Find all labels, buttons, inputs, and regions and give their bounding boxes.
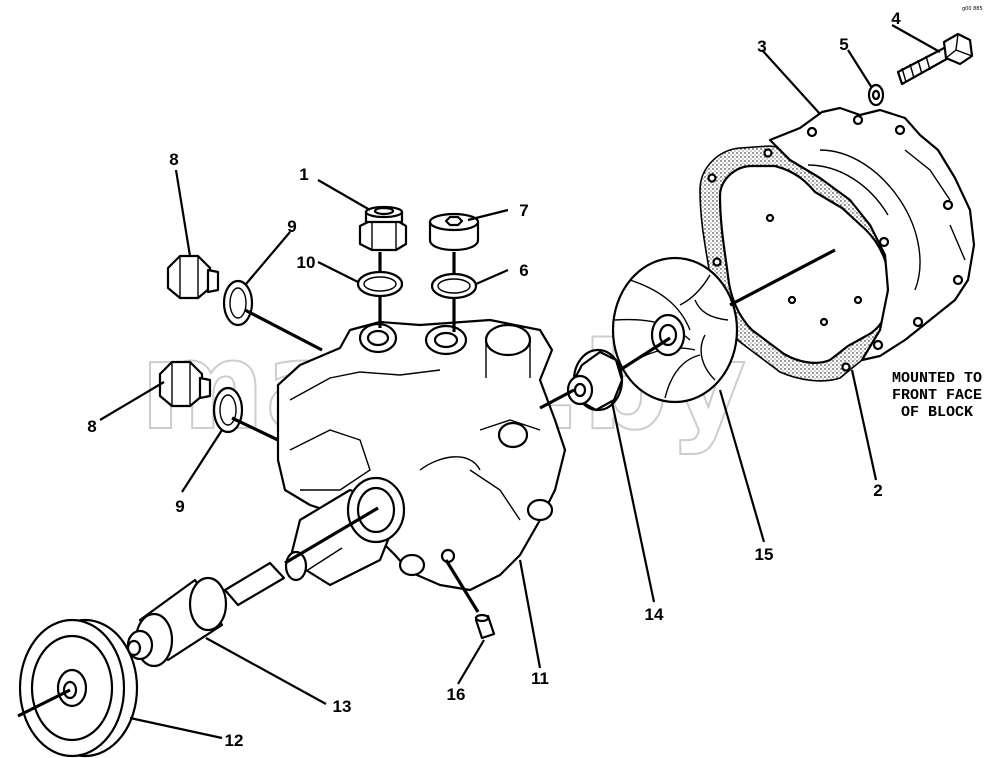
- plug-part-8-upper: [166, 254, 220, 300]
- callout-15: 15: [755, 545, 774, 564]
- washer-part-5: [867, 83, 885, 107]
- callout-16: 16: [447, 685, 466, 704]
- pulley-part-12: [18, 618, 139, 758]
- callout-4: 4: [891, 9, 901, 28]
- callout-1: 1: [299, 165, 308, 184]
- pump-housing-part-11: [276, 318, 567, 592]
- callout-8-lower: 8: [87, 417, 96, 436]
- callout-labels: 1 2 3 4 5 6 7 8 8 9 9 10 11 12 13 14 15 …: [87, 9, 901, 750]
- callout-14: 14: [645, 605, 664, 624]
- callout-7: 7: [519, 201, 528, 220]
- callout-10: 10: [297, 253, 316, 272]
- plug-part-7: [428, 212, 480, 252]
- impeller-part-15: [611, 256, 739, 404]
- callout-12: 12: [225, 731, 244, 750]
- note-line-2: FRONT FACE: [892, 387, 982, 404]
- front-housing-part-3: [765, 106, 976, 362]
- callout-6: 6: [519, 261, 528, 280]
- callout-3: 3: [757, 37, 766, 56]
- note-line-3: OF BLOCK: [901, 404, 973, 421]
- callout-2: 2: [873, 481, 882, 500]
- bolt-part-4: [896, 32, 974, 86]
- mounting-note: MOUNTED TO FRONT FACE OF BLOCK: [892, 370, 982, 421]
- plug-part-16: [474, 613, 496, 640]
- callout-11: 11: [531, 669, 549, 688]
- corner-reference-mark: g00 885: [962, 6, 983, 12]
- leader-lines: [99, 24, 941, 740]
- callout-9-lower: 9: [175, 497, 184, 516]
- note-line-1: MOUNTED TO: [892, 370, 982, 387]
- assembly-centerlines: [17, 248, 836, 718]
- callout-5: 5: [839, 35, 848, 54]
- fitting-part-1: [358, 205, 408, 252]
- callout-8-upper: 8: [169, 150, 178, 169]
- plug-part-8-lower: [158, 360, 212, 408]
- seal-part-14: [566, 348, 624, 412]
- callout-9-upper: 9: [287, 217, 296, 236]
- shaft-bearing-part-13: [126, 561, 286, 668]
- callout-13: 13: [333, 697, 352, 716]
